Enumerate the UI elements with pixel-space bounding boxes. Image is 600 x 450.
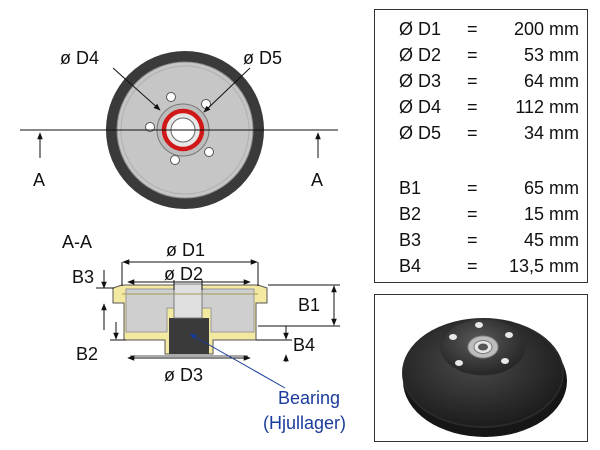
spec-row-d4: Ø D4 = 112 mm <box>375 95 589 121</box>
spec-row-b4: B4 = 13,5 mm <box>375 254 589 280</box>
spec-value: 13,5 mm <box>508 256 579 276</box>
bolt-hole <box>449 334 457 340</box>
d1-label: ø D1 <box>166 240 205 260</box>
spec-symbol: B2 <box>399 204 422 224</box>
d5-label: ø D5 <box>243 48 282 68</box>
spec-value: 200 mm <box>513 19 579 39</box>
spec-value: 64 mm <box>523 71 579 91</box>
section-view: A-A ø D1 ø D2 ø D3 B1 B3 B2 <box>62 232 346 433</box>
bolt-hole <box>475 322 483 328</box>
spec-equals: = <box>467 178 478 198</box>
bolt-hole <box>501 358 509 364</box>
spec-value: 15 mm <box>523 204 579 224</box>
spec-value: 34 mm <box>523 123 579 143</box>
spec-equals: = <box>467 204 478 224</box>
bolt-hole <box>455 360 463 366</box>
spec-value: 65 mm <box>523 178 579 198</box>
b3-label: B3 <box>72 267 94 287</box>
product-photo <box>374 294 588 442</box>
b1-label: B1 <box>298 295 320 315</box>
spec-symbol: Ø D5 <box>399 123 442 143</box>
spec-symbol: Ø D1 <box>399 19 442 39</box>
spec-value: 112 mm <box>515 97 579 117</box>
bolt-hole <box>145 122 155 132</box>
spec-row-b2: B2 = 15 mm <box>375 202 589 228</box>
spec-equals: = <box>467 45 478 65</box>
spec-symbol: Ø D2 <box>399 45 442 65</box>
bolt-hole <box>166 92 176 102</box>
section-title: A-A <box>62 232 92 252</box>
bearing-block <box>169 318 209 354</box>
spec-row-d2: Ø D2 = 53 mm <box>375 43 589 69</box>
d5-leader <box>203 67 251 113</box>
section-label-right: A <box>311 170 323 190</box>
bearing-bore <box>478 343 488 351</box>
drum-inner-cavity <box>125 288 255 333</box>
spec-symbol: B4 <box>399 256 422 276</box>
technical-drawing: A A ø D4 ø D5 A-A ø D1 ø D2 ø D3 <box>20 48 346 433</box>
bearing-sublabel: (Hjullager) <box>263 413 346 433</box>
spec-row-b1: B1 = 65 mm <box>375 176 589 202</box>
spec-symbol: B3 <box>399 230 422 250</box>
b2-label: B2 <box>76 344 98 364</box>
spec-equals: = <box>467 123 478 143</box>
spec-row-b3: B3 = 45 mm <box>375 228 589 254</box>
spec-row-d1: Ø D1 = 200 mm <box>375 17 589 43</box>
d3-label: ø D3 <box>164 365 203 385</box>
top-view: A A ø D4 ø D5 <box>20 48 338 209</box>
spec-row-d3: Ø D3 = 64 mm <box>375 69 589 95</box>
bearing-leader <box>189 333 286 389</box>
bolt-hole <box>204 147 214 157</box>
bolt-hole <box>170 155 180 165</box>
spec-symbol: Ø D4 <box>399 97 442 117</box>
spec-equals: = <box>467 97 478 117</box>
bolt-hole <box>505 332 513 338</box>
spec-equals: = <box>467 256 478 276</box>
spec-equals: = <box>467 19 478 39</box>
b4-label: B4 <box>293 335 315 355</box>
spec-value: 45 mm <box>523 230 579 250</box>
spec-table: Ø D1 = 200 mm Ø D2 = 53 mm Ø D3 = 64 mm … <box>374 9 588 283</box>
bearing-label: Bearing <box>278 388 340 408</box>
d2-label: ø D2 <box>164 264 203 284</box>
brake-drum-illustration <box>402 318 567 437</box>
spec-symbol: B1 <box>399 178 422 198</box>
spec-equals: = <box>467 230 478 250</box>
hub-bore <box>173 283 203 319</box>
spec-row-d5: Ø D5 = 34 mm <box>375 121 589 147</box>
spec-symbol: Ø D3 <box>399 71 442 91</box>
bolt-holes <box>449 322 513 366</box>
spec-value: 53 mm <box>523 45 579 65</box>
spec-equals: = <box>467 71 478 91</box>
d4-leader <box>112 67 161 111</box>
section-label-left: A <box>33 170 45 190</box>
d4-label: ø D4 <box>60 48 99 68</box>
